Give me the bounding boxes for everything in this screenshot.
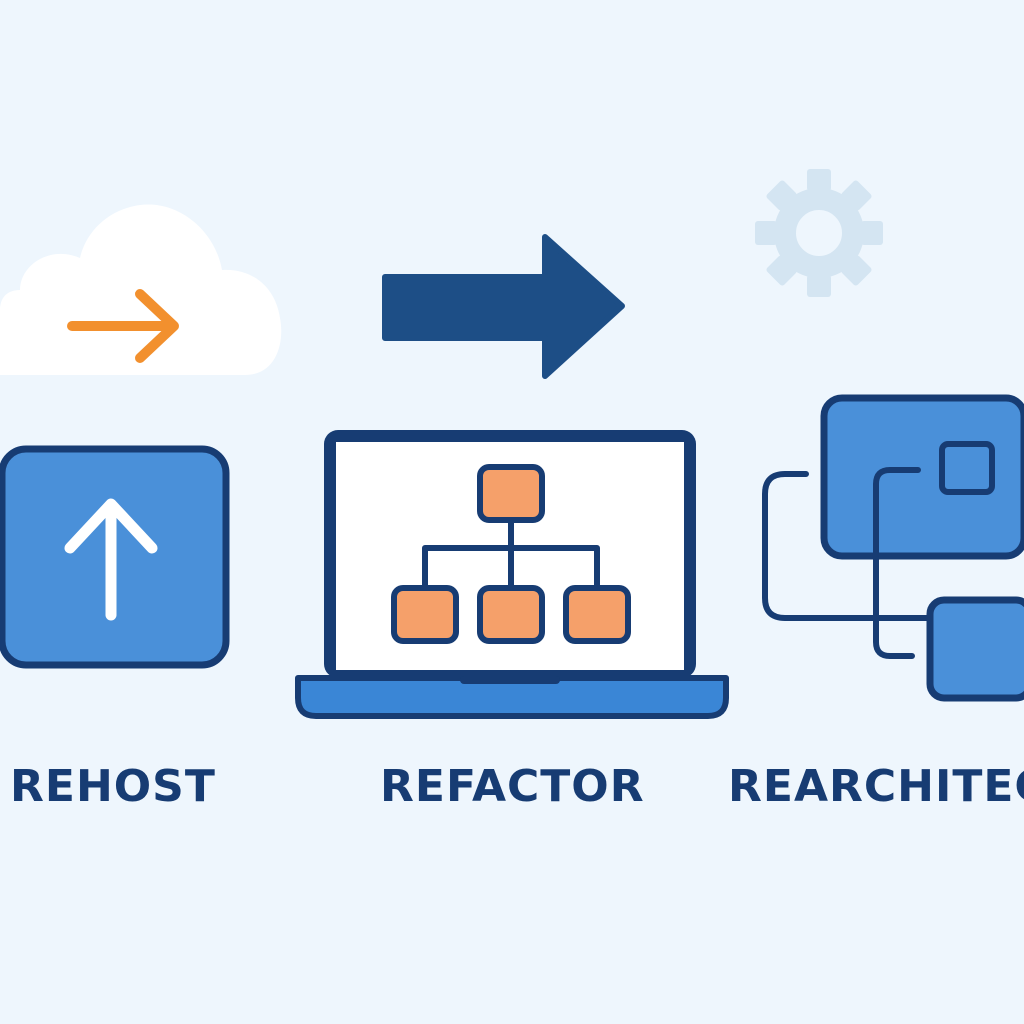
step-label-rehost: REHOST [10, 761, 216, 812]
upload-arrow-icon [0, 445, 230, 669]
laptop-hierarchy-icon [295, 430, 729, 719]
step-label-refactor: REFACTOR [380, 761, 645, 812]
gear-icon [755, 169, 883, 297]
step-label-rearchitect: REARCHITEC [728, 761, 1024, 812]
orange-arrow-icon [67, 289, 179, 363]
connected-blocks-icon [762, 394, 1024, 702]
big-arrow-icon [382, 234, 625, 379]
